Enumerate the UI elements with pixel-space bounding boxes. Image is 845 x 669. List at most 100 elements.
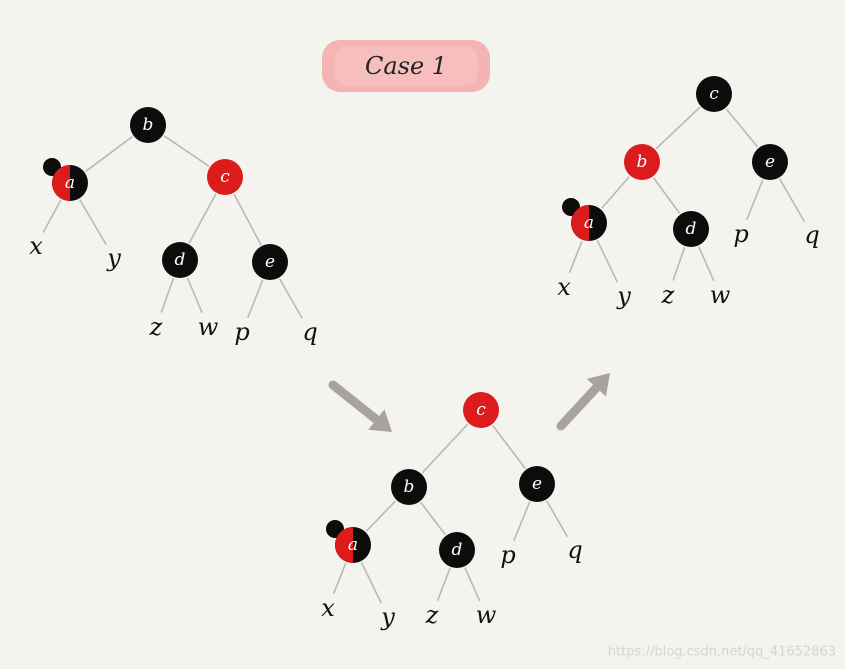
leaf-label-before-q: q [302, 318, 317, 346]
leaf-label-middle-z: z [425, 601, 439, 629]
arrows-layer [328, 373, 610, 432]
leaf-label-middle-w: w [476, 601, 497, 629]
edge-before-a-y [79, 199, 107, 245]
leaf-label-middle-p: p [500, 541, 515, 569]
node-circle [624, 144, 660, 180]
edge-middle-b-a [366, 500, 396, 532]
edge-after-a-x [569, 240, 583, 273]
edge-middle-e-q [546, 500, 568, 537]
node-circle [752, 144, 788, 180]
node-circle [130, 107, 166, 143]
node-after-d: d [673, 211, 709, 247]
tree-middle: c b e a d x y z w p q [321, 392, 583, 631]
leaf-label-after-x: x [557, 273, 571, 301]
node-label: d [452, 540, 463, 560]
node-label: b [143, 115, 154, 135]
node-label: c [476, 400, 486, 420]
node-label: c [709, 84, 719, 104]
node-circle-red-half [52, 165, 70, 201]
tree-after: c b e a d x y z w p q [557, 76, 820, 310]
leaf-label-before-p: p [234, 318, 249, 346]
node-middle-c: c [463, 392, 499, 428]
leaf-label-after-y: y [616, 282, 631, 310]
leaf-label-middle-q: q [567, 536, 582, 564]
edge-middle-c-b [421, 423, 469, 474]
leaf-label-after-p: p [733, 220, 748, 248]
node-after-c: c [696, 76, 732, 112]
node-label: e [532, 474, 542, 494]
leaf-label-middle-y: y [380, 603, 395, 631]
leaf-label-after-z: z [661, 281, 675, 309]
leaf-label-middle-x: x [321, 594, 335, 622]
title-text: Case 1 [365, 52, 447, 80]
edge-after-e-p [746, 179, 764, 220]
node-label: d [686, 219, 697, 239]
arrow-before-to-middle [328, 380, 392, 432]
edge-after-d-w [698, 246, 715, 282]
node-after-b: b [624, 144, 660, 180]
edge-before-d-z [160, 278, 175, 313]
node-circle [463, 392, 499, 428]
edge-after-e-q [779, 178, 805, 222]
edge-before-a-x [42, 199, 62, 233]
node-circle [439, 532, 475, 568]
node-middle-a: a [326, 520, 371, 563]
title-badge: Case 1 [322, 40, 490, 92]
arrow-shaft [328, 380, 381, 425]
edge-after-c-b [655, 106, 701, 150]
node-circle [696, 76, 732, 112]
edge-before-e-p [247, 279, 264, 318]
node-middle-d: d [439, 532, 475, 568]
edge-after-d-z [672, 247, 686, 281]
node-circle-red-half [571, 205, 589, 241]
edge-middle-c-e [492, 425, 526, 469]
node-before-d: d [162, 242, 198, 278]
node-label: a [584, 213, 594, 233]
node-middle-b: b [391, 469, 427, 505]
node-circle [673, 211, 709, 247]
leaf-label-after-q: q [804, 221, 819, 249]
leaf-label-before-y: y [106, 244, 121, 272]
leaf-label-before-z: z [149, 313, 163, 341]
title-badge-inner [334, 46, 478, 86]
node-label: c [220, 167, 230, 187]
edge-middle-d-w [464, 567, 481, 602]
edge-after-a-y [596, 240, 618, 283]
node-label: b [404, 477, 415, 497]
node-before-b: b [130, 107, 166, 143]
node-circle [252, 244, 288, 280]
edge-after-c-e [725, 108, 759, 148]
node-before-c: c [207, 159, 243, 195]
edge-before-d-w [186, 277, 203, 314]
node-label: d [175, 250, 186, 270]
edge-before-e-q [279, 278, 303, 319]
edge-middle-b-d [420, 502, 446, 535]
node-label: a [65, 173, 75, 193]
leaf-label-before-w: w [198, 313, 219, 341]
node-circle [162, 242, 198, 278]
node-label: e [765, 152, 775, 172]
edge-before-b-c [163, 135, 210, 167]
node-circle [519, 466, 555, 502]
edge-before-c-d [188, 193, 217, 244]
leaf-label-before-x: x [29, 232, 43, 260]
edge-middle-a-y [360, 562, 382, 604]
node-before-e: e [252, 244, 288, 280]
node-before-a: a [43, 158, 88, 201]
edge-middle-e-p [513, 501, 531, 541]
leaf-label-after-w: w [710, 281, 731, 309]
node-label: a [348, 535, 358, 555]
edge-middle-a-x [333, 562, 347, 594]
watermark-text: https://blog.csdn.net/qq_41652863 [608, 645, 836, 660]
arrow-head [368, 409, 392, 432]
node-circle [391, 469, 427, 505]
node-label: e [265, 252, 275, 272]
node-middle-e: e [519, 466, 555, 502]
edge-after-b-a [601, 176, 630, 209]
arrow-head [586, 373, 610, 397]
edge-before-b-a [85, 136, 133, 172]
arrow-middle-to-after [556, 373, 610, 431]
